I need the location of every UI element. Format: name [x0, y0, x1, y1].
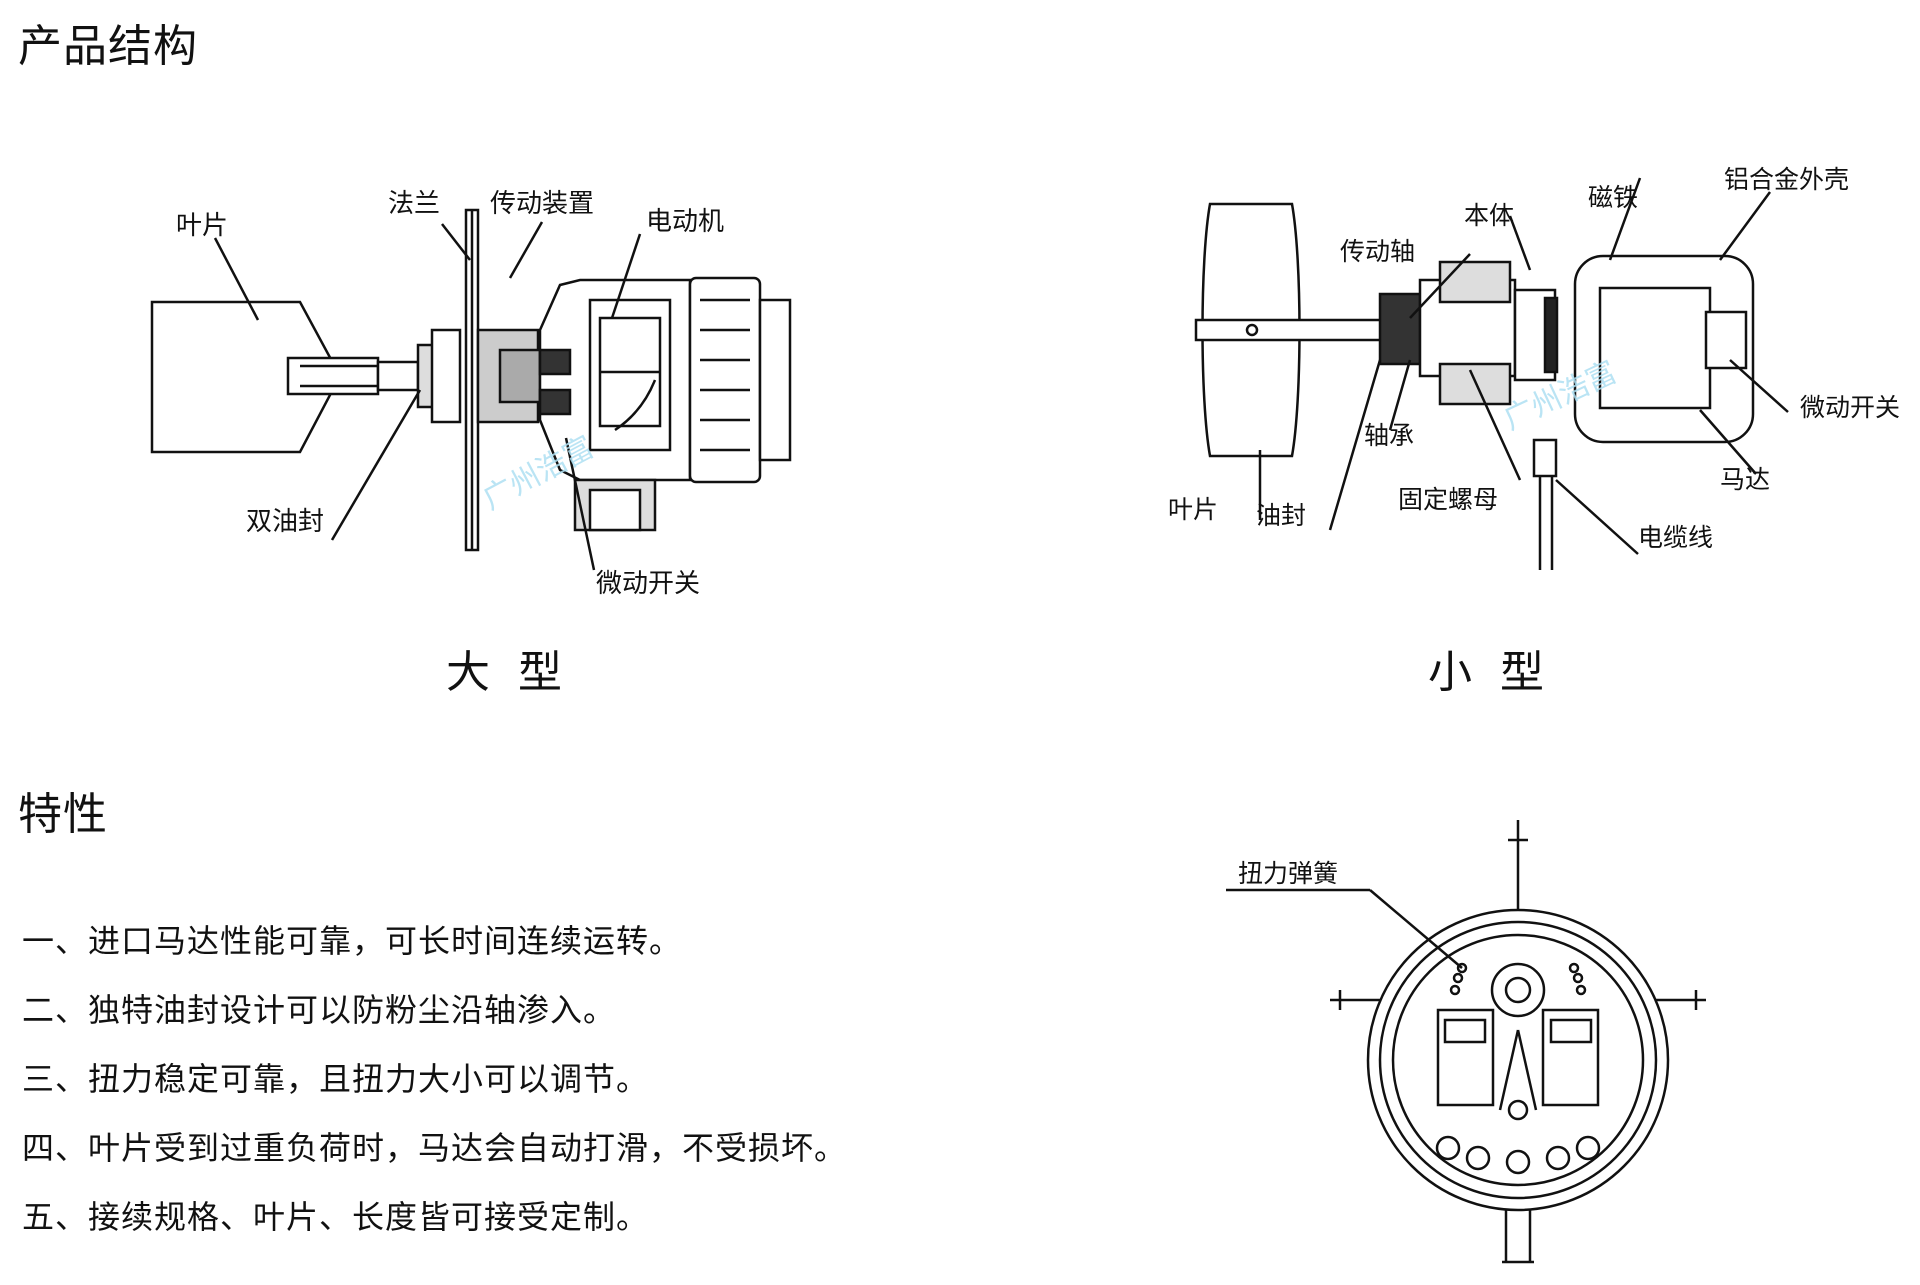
label-small-motor: 马达: [1720, 465, 1770, 494]
feature-item-1: 一、进口马达性能可靠，可长时间连续运转。: [22, 922, 683, 960]
label-torsion-spring: 扭力弹簧: [1238, 859, 1338, 888]
large-cover: [688, 276, 762, 484]
label-small-blade: 叶片: [1168, 495, 1218, 524]
label-large-flange: 法兰: [388, 189, 440, 219]
feature-item-2: 二、独特油封设计可以防粉尘沿轴渗入。: [22, 991, 617, 1029]
label-small-shaft: 传动轴: [1340, 237, 1415, 266]
large-model-diagram: 叶片 法兰 传动装置 电动机 双油封 微动开关 广州浩富: [150, 189, 792, 599]
large-blade-shape: [150, 300, 342, 454]
feature-list: 一、进口马达性能可靠，可长时间连续运转。 二、独特油封设计可以防粉尘沿轴渗入。 …: [22, 912, 847, 1257]
label-small-cable: 电缆线: [1638, 523, 1713, 552]
caption-large-model: 大型: [446, 647, 590, 698]
label-large-motor: 电动机: [646, 207, 724, 237]
label-large-double-seal: 双油封: [246, 507, 324, 537]
section-heading-structure: 产品结构: [18, 21, 198, 72]
label-large-micro-switch: 微动开关: [596, 569, 700, 599]
label-small-seal: 油封: [1256, 501, 1306, 530]
feature-item-5: 五、接续规格、叶片、长度皆可接受定制。: [22, 1198, 650, 1236]
label-large-transmission: 传动装置: [490, 189, 594, 219]
caption-small-model: 小型: [1428, 647, 1572, 698]
label-small-nut: 固定螺母: [1398, 485, 1498, 514]
label-small-bearing: 轴承: [1364, 421, 1414, 450]
spring-switch-left: [1436, 1008, 1495, 1107]
feature-item-4: 四、叶片受到过重负荷时，马达会自动打滑，不受损坏。: [22, 1129, 848, 1167]
label-small-housing: 铝合金外壳: [1724, 165, 1849, 194]
label-small-magnet: 磁铁: [1588, 183, 1638, 212]
torsion-spring-diagram: 扭力弹簧: [1226, 820, 1706, 1264]
spring-housing-outer: [1366, 908, 1670, 1212]
label-small-micro-switch: 微动开关: [1800, 393, 1900, 422]
section-heading-features: 特性: [18, 789, 108, 840]
label-small-body: 本体: [1464, 201, 1514, 230]
feature-item-3: 三、扭力稳定可靠，且扭力大小可以调节。: [22, 1060, 650, 1098]
small-model-diagram: 本体 磁铁 铝合金外壳 传动轴 轴承 微动开关 马达 固定螺母 叶片 油封 电缆…: [1168, 165, 1900, 570]
label-large-blade: 叶片: [176, 211, 228, 241]
